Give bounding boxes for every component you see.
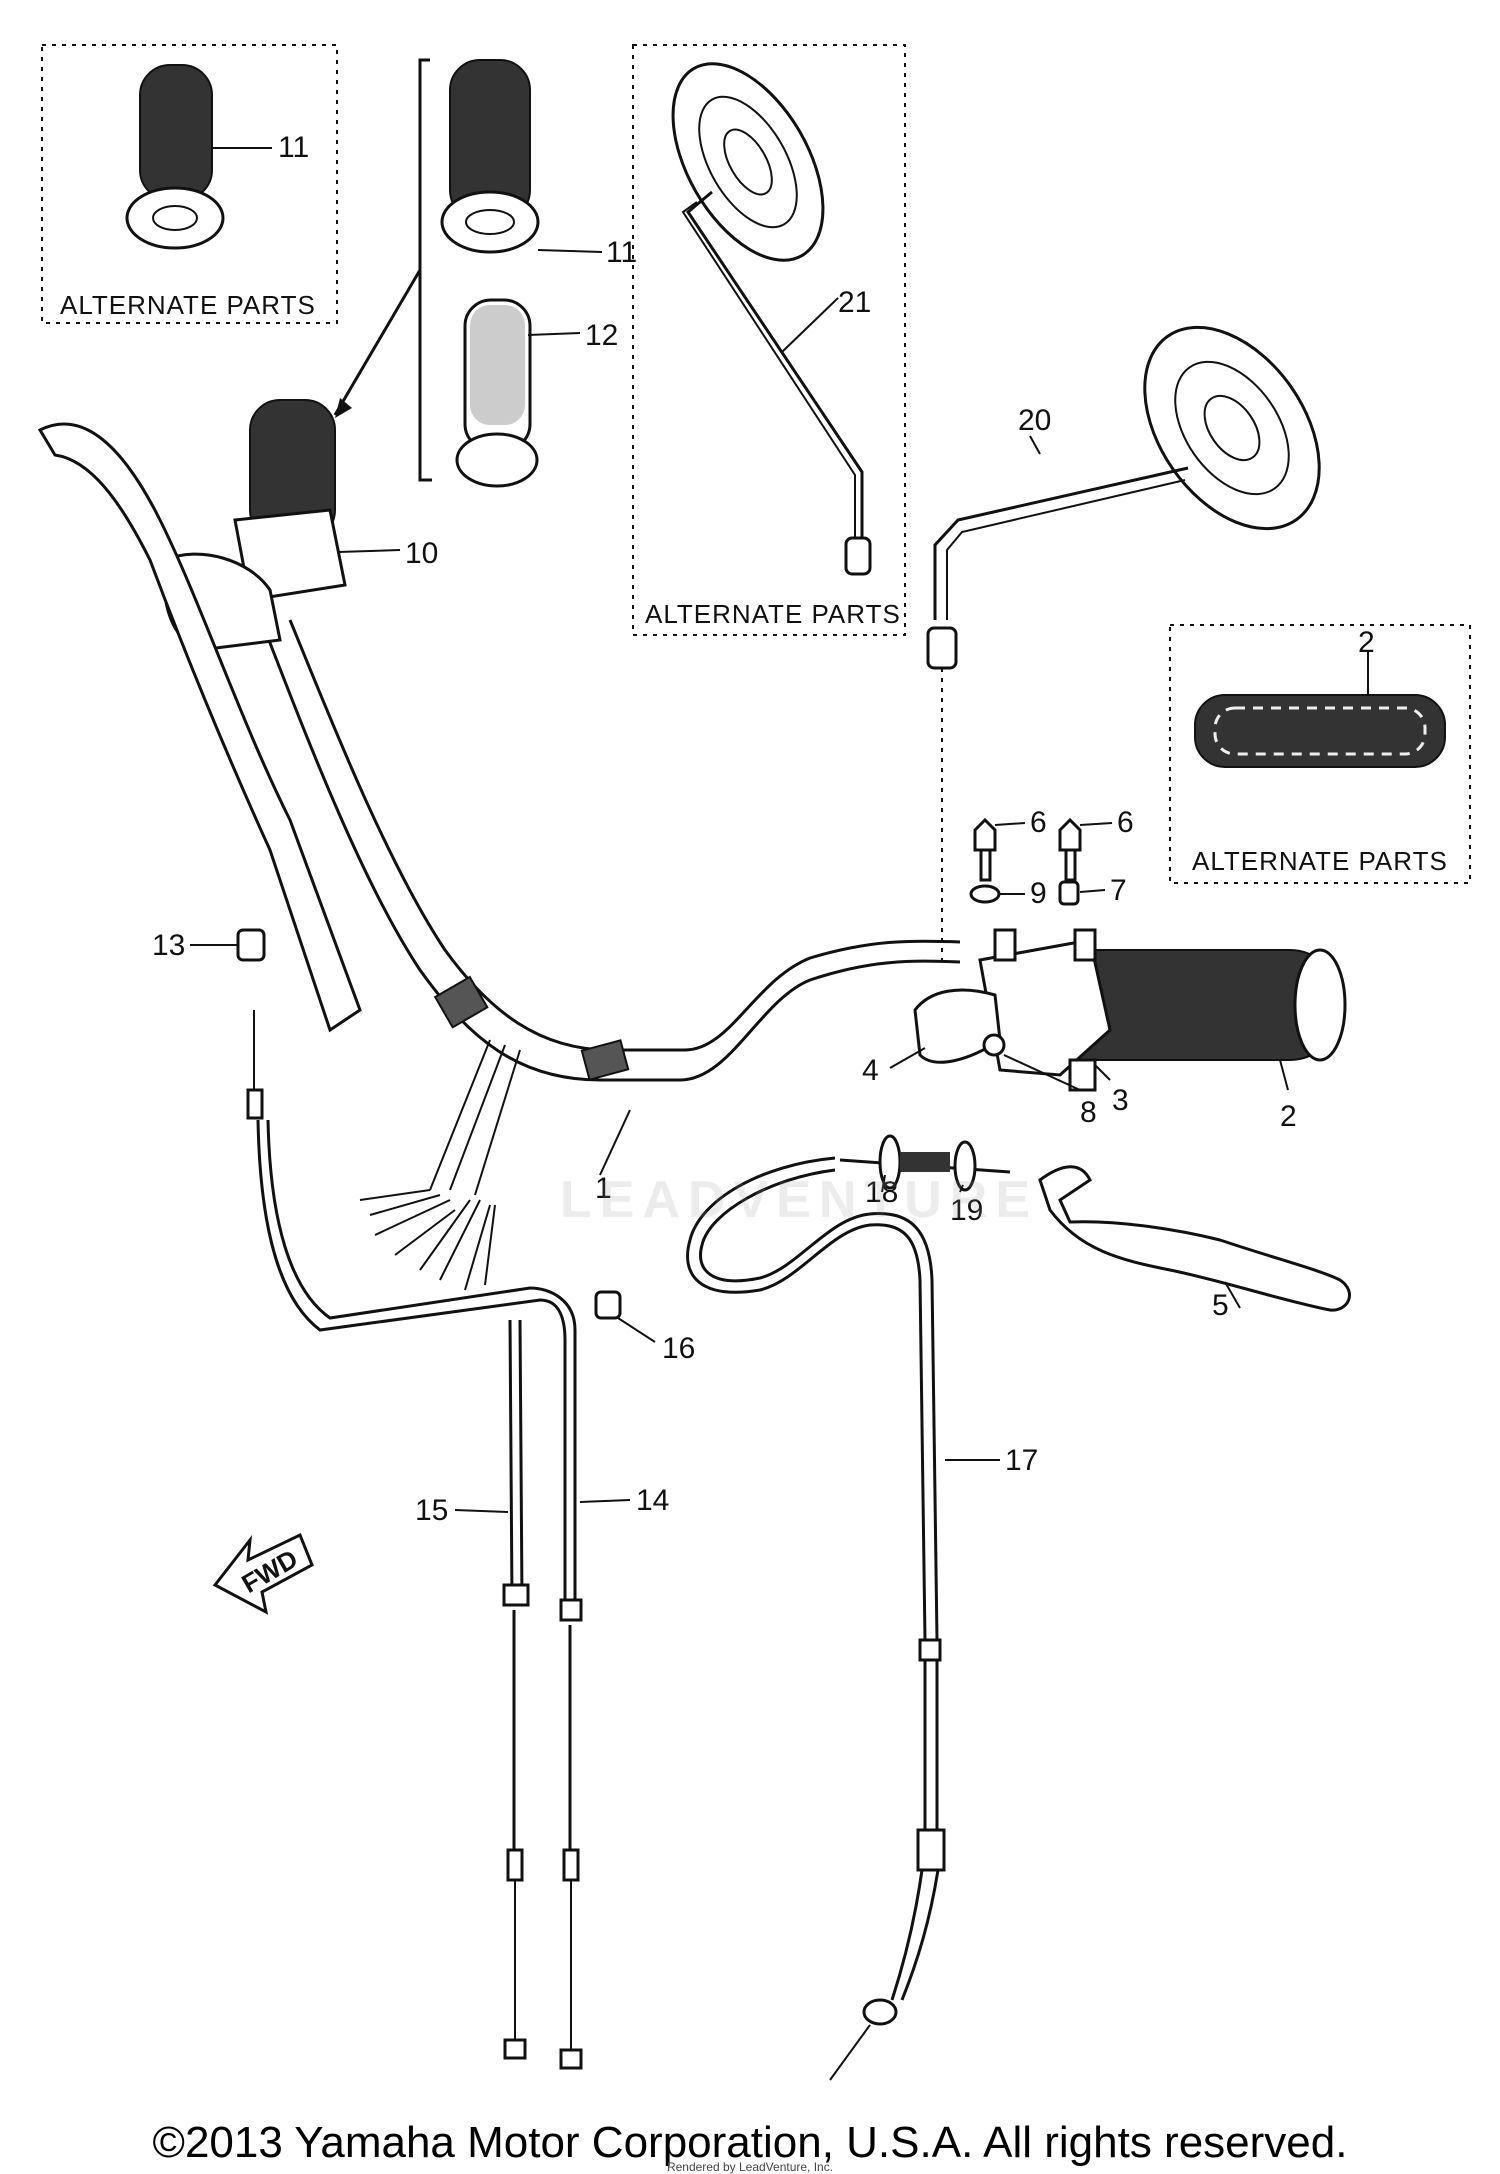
watermark: LEADVENTURE xyxy=(560,1171,1039,1229)
part-label-6a: 6 xyxy=(1030,806,1047,839)
part-label-4: 4 xyxy=(862,1054,879,1087)
rendered-by-text: Rendered by LeadVenture, Inc. xyxy=(666,2160,834,2174)
part-label-10: 10 xyxy=(405,537,438,570)
lever-5 xyxy=(1038,1165,1351,1312)
handlebar-1 xyxy=(263,619,961,1291)
leader-14 xyxy=(579,1499,631,1503)
part-label-8: 8 xyxy=(1080,1096,1097,1129)
grip-options-pointer xyxy=(333,269,422,416)
leader-6a xyxy=(994,822,1026,826)
nut-7 xyxy=(1058,880,1080,906)
part-label-21: 21 xyxy=(838,286,871,319)
part-label-7: 7 xyxy=(1110,874,1127,907)
leader-2 xyxy=(1279,1059,1289,1091)
part-label-19: 19 xyxy=(950,1194,983,1227)
grip-11 xyxy=(440,59,540,254)
part-label-13: 13 xyxy=(152,929,185,962)
part-label-6b: 6 xyxy=(1117,806,1134,839)
leader-10 xyxy=(337,549,401,553)
leader-12 xyxy=(527,332,581,336)
part-label-11-alt: 11 xyxy=(278,131,309,164)
grip-2-alternate xyxy=(1194,694,1446,768)
leader-7 xyxy=(1079,889,1106,893)
alternate-parts-box-left xyxy=(41,44,338,324)
leader-20 xyxy=(1029,435,1041,455)
leader-18 xyxy=(881,1174,886,1193)
leader-16 xyxy=(617,1317,656,1343)
grip-11-alternate xyxy=(125,64,225,250)
leader-21 xyxy=(781,297,839,353)
copyright-text: ©2013 Yamaha Motor Corporation, U.S.A. A… xyxy=(152,2118,1348,2167)
part-label-15: 15 xyxy=(415,1494,448,1527)
alternate-parts-label-mirror: ALTERNATE PARTS xyxy=(645,599,901,629)
mirror-21 xyxy=(671,62,872,576)
leader-3 xyxy=(1094,1064,1111,1081)
part-label-2-alt: 2 xyxy=(1358,626,1375,659)
grip-options-arrowhead xyxy=(335,398,352,418)
part-label-12: 12 xyxy=(585,319,618,352)
part-label-14: 14 xyxy=(636,1484,669,1517)
alternate-parts-box-right xyxy=(1169,624,1471,884)
part-label-2: 2 xyxy=(1280,1100,1297,1133)
clip-16 xyxy=(594,1290,622,1320)
alternate-parts-label-right: ALTERNATE PARTS xyxy=(1192,846,1448,876)
washer-9 xyxy=(969,884,1001,904)
leader-5 xyxy=(1224,1281,1241,1309)
part-label-18: 18 xyxy=(865,1176,898,1209)
part-label-16: 16 xyxy=(662,1332,695,1365)
part-label-5: 5 xyxy=(1212,1289,1229,1322)
leader-19 xyxy=(959,1184,964,1193)
clip-13 xyxy=(236,928,266,962)
leader-15 xyxy=(454,1509,509,1513)
part-label-3: 3 xyxy=(1112,1084,1129,1117)
part-label-17: 17 xyxy=(1005,1444,1038,1477)
leader-1 xyxy=(599,1109,631,1176)
leader-4 xyxy=(889,1047,926,1069)
part-label-20: 20 xyxy=(1018,404,1051,437)
leader-8 xyxy=(1003,1054,1081,1091)
lever-holder-3-4 xyxy=(913,928,1347,1092)
bolts-6 xyxy=(973,817,1082,882)
mirror-20 xyxy=(926,325,1321,960)
throttle-cables-14-15 xyxy=(246,1010,583,2070)
grip-12 xyxy=(455,298,539,488)
switch-10 xyxy=(37,399,362,1033)
part-label-9: 9 xyxy=(1030,877,1047,910)
bolt-8 xyxy=(982,1033,1006,1057)
alternate-parts-label-left: ALTERNATE PARTS xyxy=(60,290,316,320)
leader-6b xyxy=(1079,822,1113,826)
leader-11 xyxy=(537,249,603,253)
clutch-cable-17 xyxy=(686,1156,946,2081)
fwd-arrow xyxy=(212,1532,314,1615)
part-label-1: 1 xyxy=(595,1172,612,1205)
part-label-11: 11 xyxy=(606,236,637,269)
grip-options-bracket xyxy=(418,58,432,482)
